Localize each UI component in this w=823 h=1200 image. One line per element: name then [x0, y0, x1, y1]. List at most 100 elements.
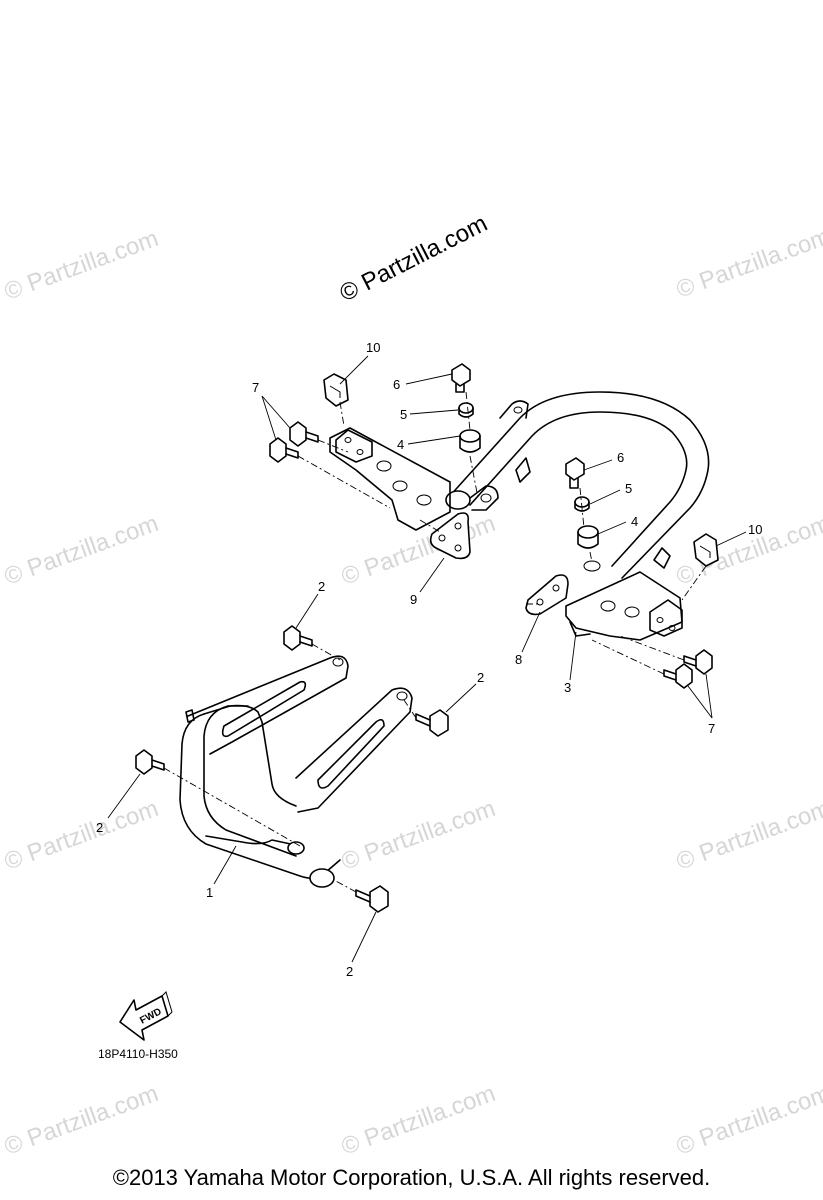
front-guard-end-cap: [287, 841, 305, 855]
collar-5-left-body: [458, 407, 474, 418]
alignment-line: [619, 635, 685, 661]
alignment-line: [419, 519, 441, 533]
leader-line: [687, 685, 713, 719]
watermark: © Partzilla.com: [1, 1080, 162, 1161]
leader-lines: [107, 355, 747, 963]
alignment-line: [297, 455, 391, 509]
alignment-line: [311, 643, 341, 661]
plate-8: [525, 574, 569, 616]
bolt-7-left-b-shank: [285, 447, 299, 459]
leader-line: [705, 673, 713, 719]
alignment-line: [681, 565, 707, 601]
bolt-6-left-shank: [455, 383, 465, 393]
right-mount-bracket-3: [565, 571, 683, 641]
leader-line: [295, 593, 319, 629]
right-bracket-tab: [653, 547, 671, 569]
collar-5-right-body: [574, 501, 590, 512]
leader-line: [419, 557, 445, 593]
bolt-2-c-head: [135, 749, 153, 775]
leader-line: [445, 683, 477, 713]
callout-2: 2: [346, 964, 353, 979]
plate-hole: [552, 584, 560, 592]
front-guard-tube-inner: [203, 705, 297, 857]
leader-line: [339, 355, 369, 385]
left-mount-bracket: [329, 427, 451, 531]
alignment-line: [317, 439, 349, 453]
leader-line: [407, 435, 461, 445]
bolt-7-right-b-shank: [663, 669, 677, 681]
bolt-7-left-a-head: [289, 421, 307, 447]
callout-5: 5: [625, 481, 632, 496]
leader-line: [261, 395, 277, 441]
rear-guard-tab-2: [515, 457, 531, 483]
watermark: © Partzilla.com: [1, 510, 162, 591]
nut-hole: [656, 617, 664, 623]
plate-hole: [536, 598, 544, 606]
alignment-line: [403, 699, 417, 719]
callout-4: 4: [631, 514, 638, 529]
bolt-6-left-head: [451, 363, 471, 387]
watermark: © Partzilla.com: [673, 795, 823, 876]
callout-10: 10: [748, 522, 762, 537]
leader-line: [583, 459, 613, 471]
front-stay-left: [187, 655, 349, 755]
grommet-4-right-body: [577, 531, 599, 549]
alignment-line: [469, 455, 479, 499]
diagram-code: 18P4110-H350: [98, 1047, 178, 1061]
front-guard-assembly: [179, 655, 413, 888]
copyright-notice: ©2013 Yamaha Motor Corporation, U.S.A. A…: [112, 1165, 711, 1190]
bolt-7-left-b-head: [269, 437, 287, 463]
rear-guard-tube-end: [445, 490, 471, 510]
callout-8: 8: [515, 652, 522, 667]
callout-2: 2: [477, 670, 484, 685]
nut-hole: [356, 449, 364, 455]
fwd-arrow-shape: [119, 995, 169, 1041]
bolt-7-right-b-head: [675, 663, 693, 689]
watermark: © Partzilla.com: [338, 795, 499, 876]
front-guard-end-plate: [185, 709, 195, 723]
alignment-line: [591, 639, 665, 675]
collar-5-left: [458, 402, 474, 414]
watermark: © Partzilla.com: [1, 795, 162, 876]
callout-2: 2: [96, 820, 103, 835]
leader-line: [715, 531, 747, 547]
lower-hardware: [135, 625, 449, 913]
rear-guard-assembly: [329, 391, 710, 641]
rear-guard-tube-inner: [469, 411, 688, 567]
callouts: 10 7 6 5 4 9 6 5 4 10 8 3 7 2 2 2 1 2: [96, 340, 762, 979]
front-stay-right: [295, 687, 413, 813]
stay-hole: [332, 657, 344, 667]
front-guard-lower-bar: [205, 835, 301, 847]
nut-hole: [344, 437, 352, 443]
callout-4: 4: [397, 437, 404, 452]
watermark: © Partzilla.com: [1, 225, 162, 306]
nut-clip-detail: [699, 545, 711, 558]
grommet-4-left-body: [459, 435, 481, 453]
alignment-line: [163, 767, 301, 847]
leader-line: [261, 395, 291, 429]
main-watermark: © Partzilla.com: [335, 210, 491, 307]
leader-line: [597, 521, 627, 535]
nut-hole: [668, 625, 676, 631]
callout-3: 3: [564, 680, 571, 695]
upper-hardware: [269, 363, 719, 689]
watermark: © Partzilla.com: [673, 1080, 823, 1161]
callout-7: 7: [252, 380, 259, 395]
rear-guard-tab-hole: [513, 406, 523, 414]
leader-line: [521, 611, 541, 653]
front-stay-right-slot: [317, 718, 385, 789]
callout-5: 5: [400, 407, 407, 422]
alignment-line: [465, 391, 471, 431]
bolt-2-b-shank: [415, 713, 431, 727]
bracket-hole: [416, 494, 432, 506]
nut-clip-detail: [329, 385, 341, 398]
front-stay-left-slot: [221, 680, 307, 738]
alignment-lines-lower: [163, 643, 417, 893]
bolt-2-a-shank: [299, 635, 313, 647]
bolt-2-d-shank: [355, 889, 371, 903]
alignment-line: [333, 879, 357, 893]
alignment-line: [579, 487, 585, 529]
callout-10: 10: [366, 340, 380, 355]
callout-7: 7: [708, 721, 715, 736]
